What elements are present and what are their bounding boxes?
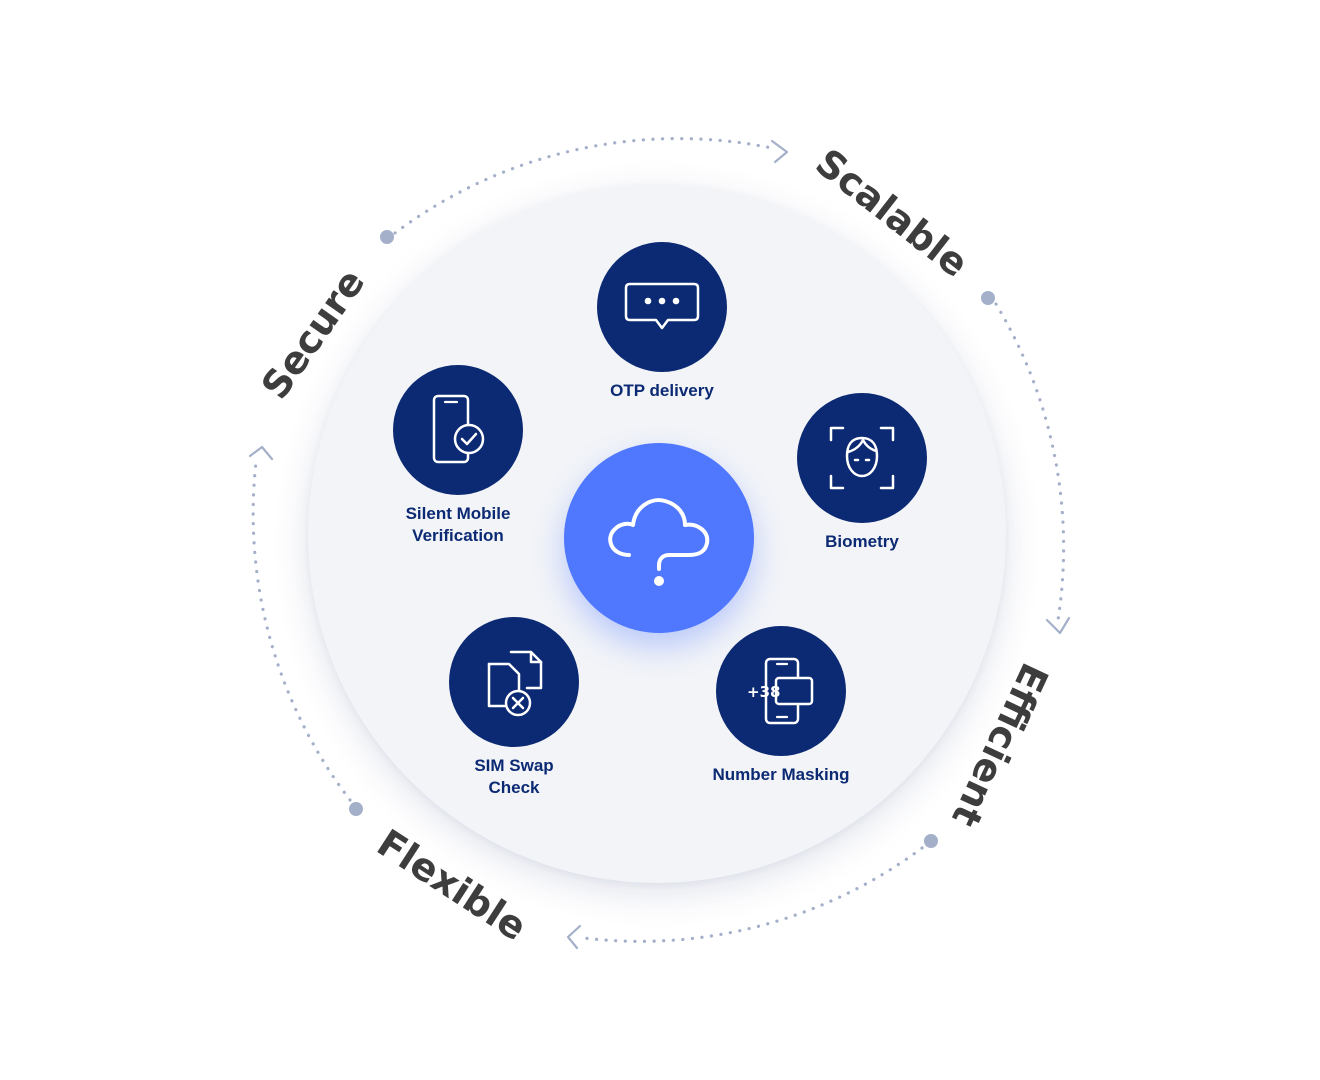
masked-number-phone-icon: +38: [747, 657, 814, 725]
ring-arrow-left-icon: [248, 445, 274, 461]
ring-arc-bottom: [582, 846, 924, 943]
node-number-masking: +38 Number Masking: [681, 626, 881, 786]
otp-message-icon: [624, 282, 700, 330]
ring-arc-right: [994, 302, 1066, 622]
ring-dot-bottom-left: [349, 802, 363, 816]
ring-arc-left: [251, 460, 352, 802]
node-biometry: Biometry: [762, 393, 962, 553]
node-otp-delivery: OTP delivery: [562, 242, 762, 402]
phone-check-icon: [432, 394, 485, 464]
masked-number-text: +38: [747, 683, 780, 701]
node-sim-swap-label: SIM Swap Check: [474, 756, 554, 797]
ring-arrow-right-icon: [1045, 616, 1071, 635]
node-biometry-circle: [797, 393, 927, 523]
ring-arrow-bottom-icon: [566, 924, 582, 950]
node-sim-swap-circle: [449, 617, 579, 747]
face-scan-icon: [829, 426, 895, 490]
node-sim-swap-check: SIM Swap Check: [414, 617, 614, 799]
cloud-question-icon: [608, 498, 710, 586]
node-silent-mobile-label: Silent Mobile Verification: [405, 504, 511, 545]
ring-dot-top-left: [380, 230, 394, 244]
sim-swap-cross-icon: [487, 650, 543, 717]
node-silent-mobile-verification: Silent Mobile Verification: [358, 365, 558, 547]
node-number-masking-label: Number Masking: [712, 765, 850, 784]
node-silent-mobile-circle: [393, 365, 523, 495]
node-number-masking-circle: +38: [716, 626, 846, 756]
node-otp-circle: [597, 242, 727, 372]
center-hub: [564, 443, 754, 633]
ring-dot-bottom-right: [924, 834, 938, 848]
node-biometry-label: Biometry: [825, 532, 899, 551]
node-otp-label: OTP delivery: [610, 381, 714, 400]
ring-arrow-top-icon: [770, 139, 789, 164]
ring-dot-right: [981, 291, 995, 305]
